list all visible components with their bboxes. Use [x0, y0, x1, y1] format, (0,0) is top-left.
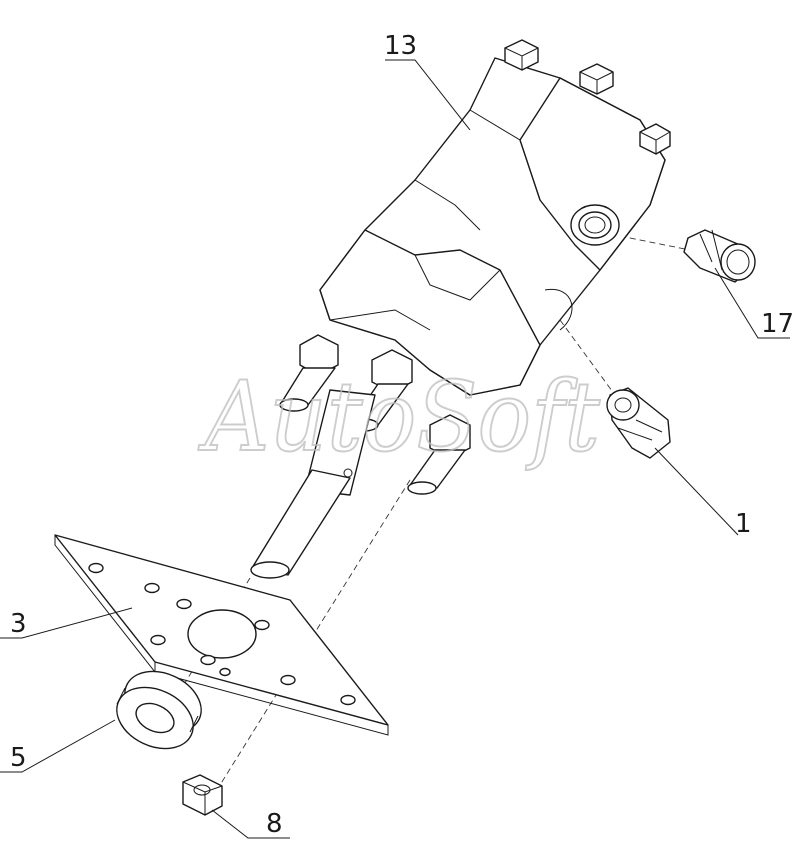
- callout-8: 8: [266, 809, 283, 839]
- callout-5: 5: [10, 743, 27, 773]
- watermark-text: AutoSoft: [198, 361, 601, 473]
- flange-plate-part-3: [54, 534, 389, 736]
- distributor-body-part-13: [250, 39, 671, 579]
- port-fitting-part-17: [683, 229, 756, 283]
- nut-part-8: [182, 774, 223, 816]
- top-bolt: [504, 39, 539, 71]
- callout-3: 3: [10, 609, 27, 639]
- top-bolt: [639, 123, 671, 155]
- outlet-fitting: [279, 334, 339, 412]
- callout-13: 13: [384, 31, 417, 61]
- callout-17: 17: [761, 309, 794, 339]
- side-port: [570, 204, 620, 246]
- fitting-part-1: [606, 387, 671, 459]
- leader-lines: [0, 59, 790, 839]
- top-bolt: [579, 63, 614, 95]
- outlet-fitting: [407, 414, 471, 495]
- callout-1: 1: [735, 509, 752, 539]
- grommet-part-5: [116, 670, 202, 750]
- central-shaft: [250, 389, 376, 579]
